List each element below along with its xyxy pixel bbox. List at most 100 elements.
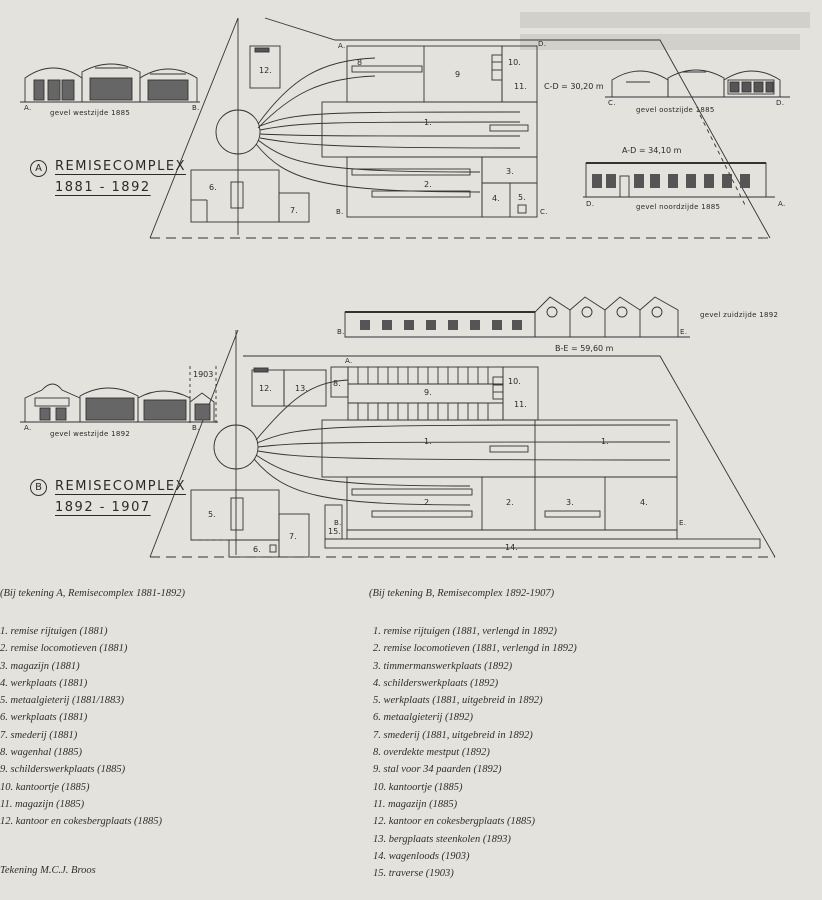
legend-item: 2. remise locomotieven (1881, verlengd i… — [373, 643, 577, 655]
building-number: 10. — [508, 377, 521, 386]
building-number: 2. — [424, 498, 432, 507]
building-number: 8 — [357, 58, 363, 67]
legend-b-heading: (Bij tekening B, Remisecomplex 1892-1907… — [369, 588, 555, 599]
badge-b: B — [30, 479, 47, 496]
building-number: 1. — [424, 118, 432, 127]
elevation-west-1892-label: gevel westzijde 1892 — [50, 430, 131, 438]
legend-item: 14. wagenloods (1903) — [373, 850, 470, 862]
elevation-south-1892-label: gevel zuidzijde 1892 — [700, 311, 779, 319]
elevation-north-1885-label: gevel noordzijde 1885 — [636, 203, 721, 211]
building-number: 12. — [259, 384, 272, 393]
corner-label: A. — [338, 42, 346, 50]
legend-item: 11. magazijn (1885) — [0, 798, 85, 810]
faded-background-heading — [520, 12, 810, 50]
building-number: 13. — [295, 384, 308, 393]
building-number: 11. — [514, 82, 527, 91]
corner-label: B. — [334, 519, 342, 527]
building-number: 10. — [508, 58, 521, 67]
years-b: 1892 - 1907 — [55, 500, 151, 515]
building-number: 12. — [259, 66, 272, 75]
year-marker-1903: 1903 — [193, 370, 214, 379]
elevation-west-1885-label: gevel westzijde 1885 — [50, 109, 131, 117]
corner-label: E. — [680, 328, 688, 336]
elevation-west-1885 — [20, 63, 200, 103]
legend-item: 8. overdekte mestput (1892) — [373, 747, 490, 759]
title-a: REMISECOMPLEX — [55, 159, 186, 174]
building-number: 6. — [253, 545, 261, 554]
dimension-a-d: A-D = 34,10 m — [622, 146, 682, 155]
dimension-c-d: C-D = 30,20 m — [544, 82, 604, 91]
corner-label: C. — [608, 99, 616, 107]
building-number: 5. — [208, 510, 216, 519]
legend-item: 6. werkplaats (1881) — [0, 712, 88, 724]
corner-label: A. — [345, 357, 353, 365]
legend-item: 10. kantoortje (1885) — [373, 781, 463, 793]
building-number: 2. — [506, 498, 514, 507]
building-number: 9 — [455, 70, 461, 79]
building-number: 1. — [424, 437, 432, 446]
building-number: 5. — [518, 193, 526, 202]
drawing-credit: Tekening M.C.J. Broos — [0, 865, 96, 876]
corner-label: E. — [679, 519, 687, 527]
legend-item: 12. kantoor en cokesbergplaats (1885) — [373, 816, 536, 828]
corner-label: B. — [336, 208, 344, 216]
corner-label: A. — [24, 104, 32, 112]
corner-label: B. — [192, 104, 200, 112]
elevation-east-1885 — [605, 69, 790, 98]
corner-label: D. — [586, 200, 595, 208]
legend-a-list: 1. remise rijtuigen (1881) 2. remise loco… — [0, 623, 162, 831]
building-number: 3. — [506, 167, 514, 176]
building-number: 9. — [424, 388, 432, 397]
legend-item: 4. werkplaats (1881) — [0, 677, 88, 689]
title-b: REMISECOMPLEX — [55, 479, 186, 494]
legend-item: 9. schilderswerkplaats (1885) — [0, 764, 126, 776]
building-number: 11. — [514, 400, 527, 409]
legend-item: 8. wagenhal (1885) — [0, 747, 82, 759]
elevation-west-1892 — [20, 366, 218, 425]
legend-item: 1. remise rijtuigen (1881, verlengd in 1… — [373, 626, 557, 637]
legend-item: 7. smederij (1881, uitgebreid in 1892) — [373, 729, 533, 741]
legend-b-list: 1. remise rijtuigen (1881, verlengd in 1… — [373, 623, 577, 882]
legend-item: 7. smederij (1881) — [0, 729, 78, 741]
building-number: 7. — [289, 532, 297, 541]
plan-b — [149, 296, 776, 558]
building-number: 14. — [505, 543, 518, 552]
legend-item: 10. kantoortje (1885) — [0, 781, 90, 793]
legend-item: 5. metaalgieterij (1881/1883) — [0, 695, 124, 707]
legend-a-heading: (Bij tekening A, Remisecomplex 1881-1892… — [0, 588, 185, 599]
dimension-b-e: B-E = 59,60 m — [555, 344, 614, 353]
legend-item: 6. metaalgieterij (1892) — [373, 712, 474, 724]
legend-item: 3. magazijn (1881) — [0, 660, 80, 672]
legend-item: 3. timmermanswerkplaats (1892) — [373, 660, 513, 672]
building-number: 6. — [209, 183, 217, 192]
building-number: 4. — [492, 194, 500, 203]
corner-label: B. — [337, 328, 345, 336]
years-a: 1881 - 1892 — [55, 180, 151, 195]
corner-label: D. — [776, 99, 785, 107]
building-number: 15. — [328, 527, 341, 536]
building-number: 1. — [601, 437, 609, 446]
building-number: 7. — [290, 206, 298, 215]
elevation-east-1885-label: gevel oostzijde 1885 — [636, 106, 715, 114]
legend-item: 4. schilderswerkplaats (1892) — [373, 677, 499, 689]
corner-label: A. — [24, 424, 32, 432]
legend-item: 11. magazijn (1885) — [373, 798, 458, 810]
legend-item: 12. kantoor en cokesbergplaats (1885) — [0, 816, 163, 828]
elevation-north-1885 — [583, 114, 775, 206]
legend-item: 15. traverse (1903) — [373, 868, 454, 880]
legend-item: 13. bergplaats steenkolen (1893) — [373, 833, 511, 845]
legend-item: 9. stal voor 34 paarden (1892) — [373, 764, 502, 776]
corner-label: A. — [778, 200, 786, 208]
building-number: 2. — [424, 180, 432, 189]
corner-label: D. — [538, 40, 547, 48]
corner-label: C. — [540, 208, 548, 216]
legend-item: 5. werkplaats (1881, uitgebreid in 1892) — [373, 695, 543, 707]
legend-item: 2. remise locomotieven (1881) — [0, 643, 128, 655]
corner-label: B. — [192, 424, 200, 432]
badge-a: A — [30, 160, 47, 177]
elevation-south-1892 — [344, 296, 690, 338]
legend-item: 1. remise rijtuigen (1881) — [0, 626, 108, 637]
building-number: 4. — [640, 498, 648, 507]
